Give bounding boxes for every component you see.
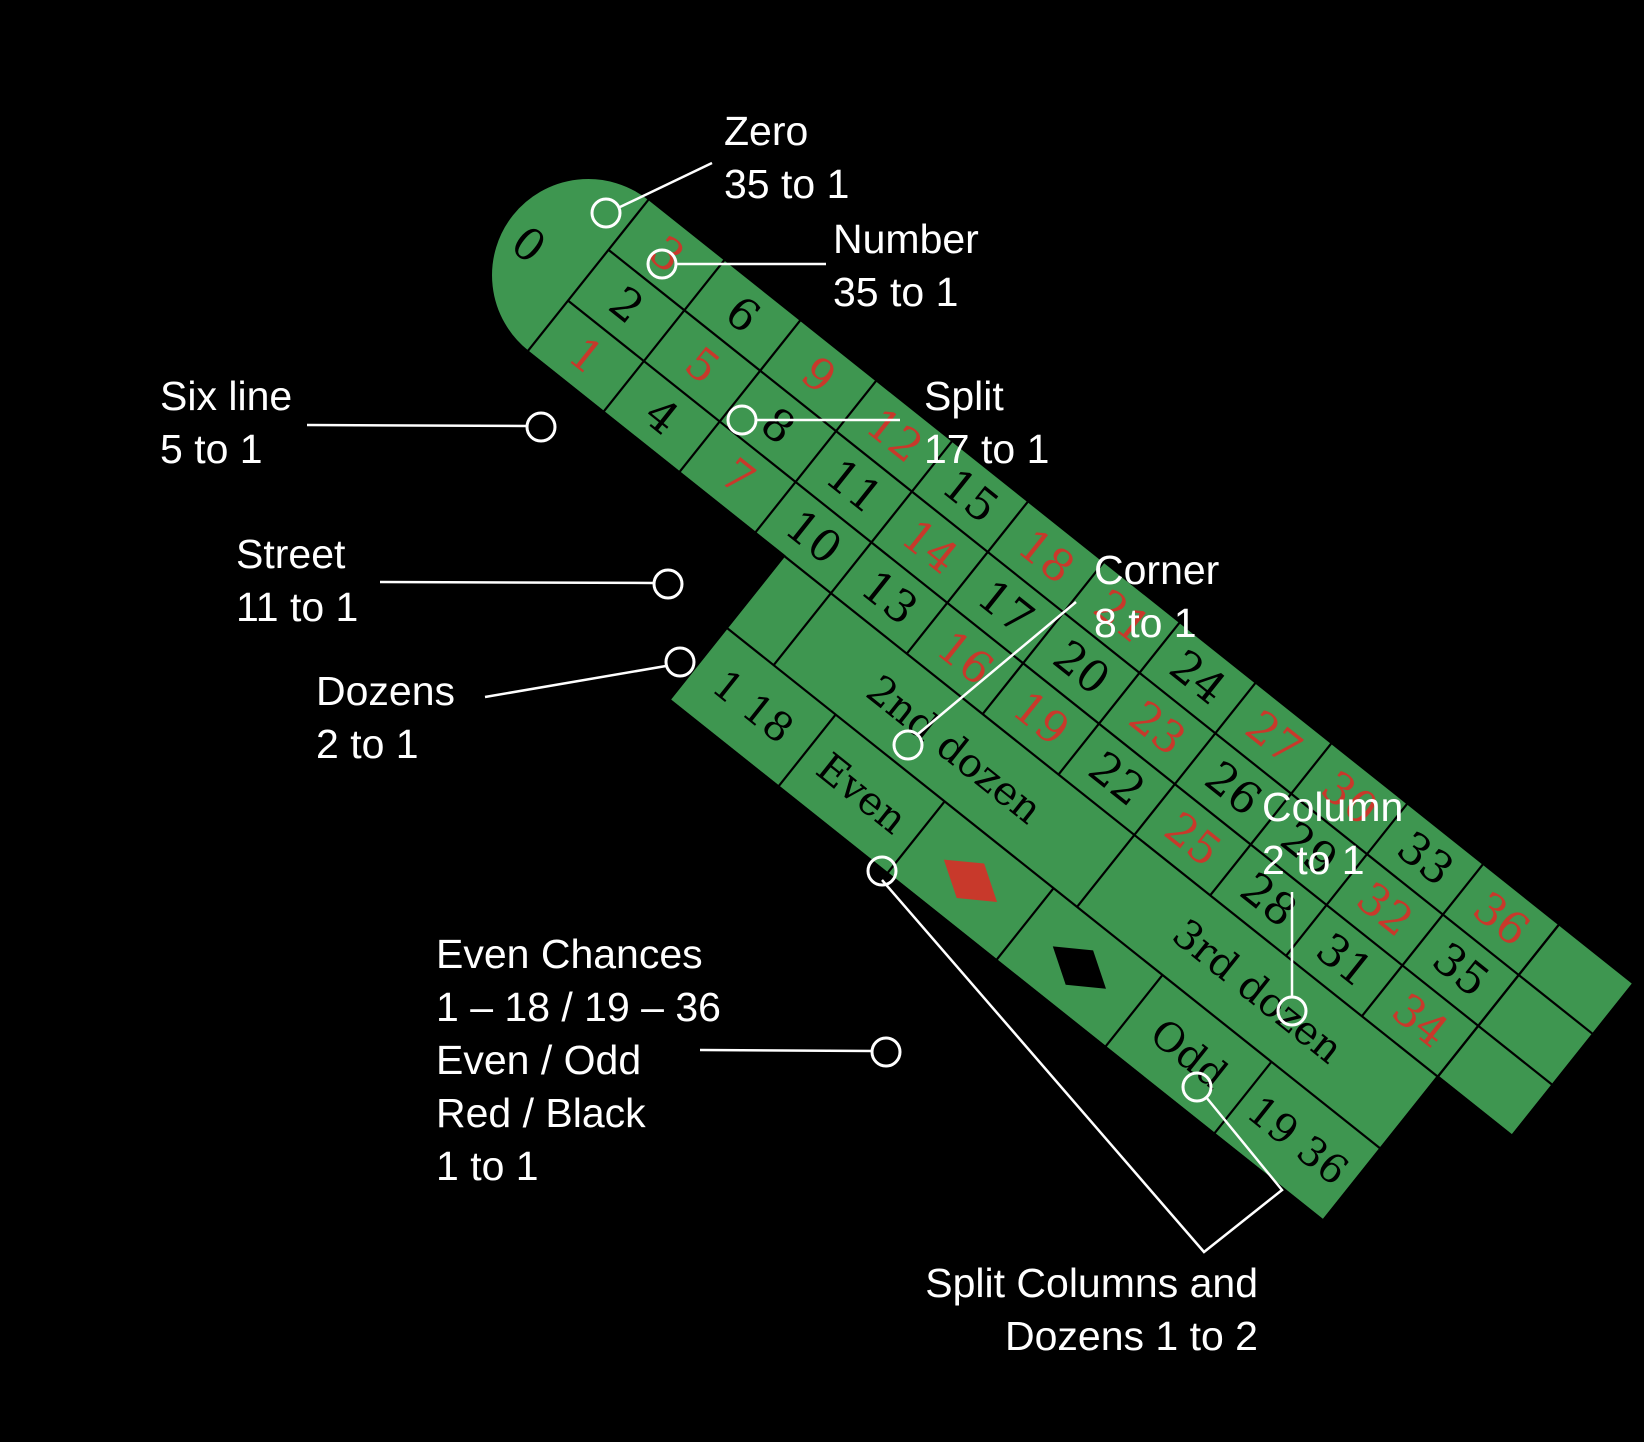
grid-line — [1133, 681, 1257, 836]
grid-line — [668, 627, 728, 701]
grid-line — [1104, 974, 1164, 1048]
roulette-table: 0123456789101112131415161718192021222324… — [489, 176, 1636, 1223]
bet-marker-icon[interactable] — [1181, 1071, 1213, 1103]
red-diamond-icon[interactable] — [930, 842, 1011, 919]
leader-line — [881, 879, 1284, 1254]
grid-line — [602, 258, 726, 413]
bet-marker-icon[interactable] — [866, 855, 898, 887]
grid-line — [1511, 982, 1635, 1137]
bet-marker-icon[interactable] — [726, 404, 758, 436]
bet-marker-icon[interactable] — [870, 1036, 902, 1068]
grid-line — [725, 555, 785, 629]
grid-line — [607, 248, 1594, 1036]
leader-line — [484, 664, 667, 699]
bet-marker-icon[interactable] — [652, 568, 684, 600]
grid-line — [526, 350, 1513, 1137]
bet-marker-icon[interactable] — [646, 248, 678, 280]
grid-line — [830, 440, 954, 594]
grid-line — [1379, 1075, 1439, 1150]
grid-line — [886, 800, 946, 875]
grid-line — [905, 500, 1030, 655]
grid-line — [1322, 1147, 1382, 1222]
grid-line — [1361, 863, 1485, 1017]
grid-line — [1209, 742, 1333, 897]
grid-line — [1057, 621, 1181, 776]
bet-marker-icon[interactable] — [892, 729, 924, 761]
grid-line — [754, 379, 878, 534]
grid-line — [772, 592, 832, 666]
grid-line — [995, 887, 1055, 961]
grid-line — [1285, 802, 1409, 957]
leader-line — [379, 580, 655, 585]
leader-line — [306, 423, 528, 428]
bet-marker-icon[interactable] — [525, 411, 557, 443]
bet-marker-icon[interactable] — [1276, 995, 1308, 1027]
grid-line — [981, 560, 1105, 715]
grid-line — [678, 319, 802, 474]
bet-marker-icon[interactable] — [590, 197, 622, 229]
bet-marker-icon[interactable] — [664, 646, 696, 678]
table-felt — [489, 176, 1636, 1223]
leader-line — [917, 601, 1077, 735]
grid-line — [1213, 1061, 1273, 1135]
grid-line — [1436, 923, 1561, 1078]
grid-line — [526, 198, 650, 353]
leader-line — [699, 1048, 873, 1053]
grid-line — [777, 713, 837, 788]
leader-line — [619, 161, 713, 209]
grid-line — [1076, 834, 1136, 908]
black-diamond-icon[interactable] — [1039, 929, 1120, 1006]
